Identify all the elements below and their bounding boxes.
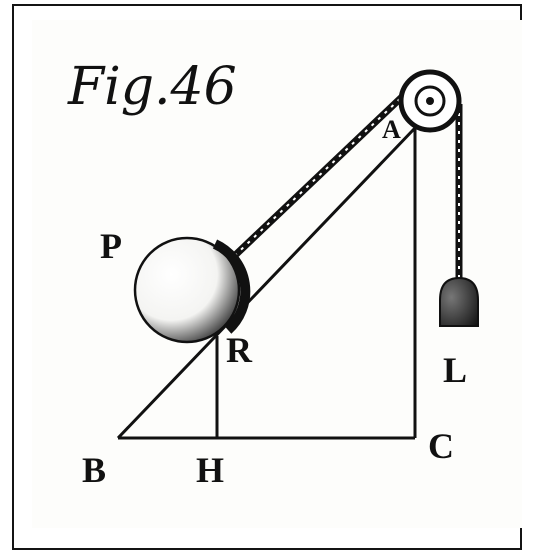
ball-shadow	[212, 239, 251, 334]
label-r: R	[226, 330, 253, 370]
label-b: B	[82, 450, 106, 490]
label-a: A	[382, 115, 401, 144]
figure-title: Fig.46	[67, 57, 237, 117]
incline-line-ab	[116, 126, 417, 440]
rope-ball-to-pulley	[225, 91, 408, 265]
weight-l	[439, 276, 479, 327]
pulley-axle	[426, 97, 434, 105]
label-p: P	[100, 226, 122, 266]
label-h: H	[196, 450, 224, 490]
ball-p	[133, 236, 241, 344]
label-c: C	[428, 426, 454, 466]
label-l: L	[443, 350, 467, 390]
